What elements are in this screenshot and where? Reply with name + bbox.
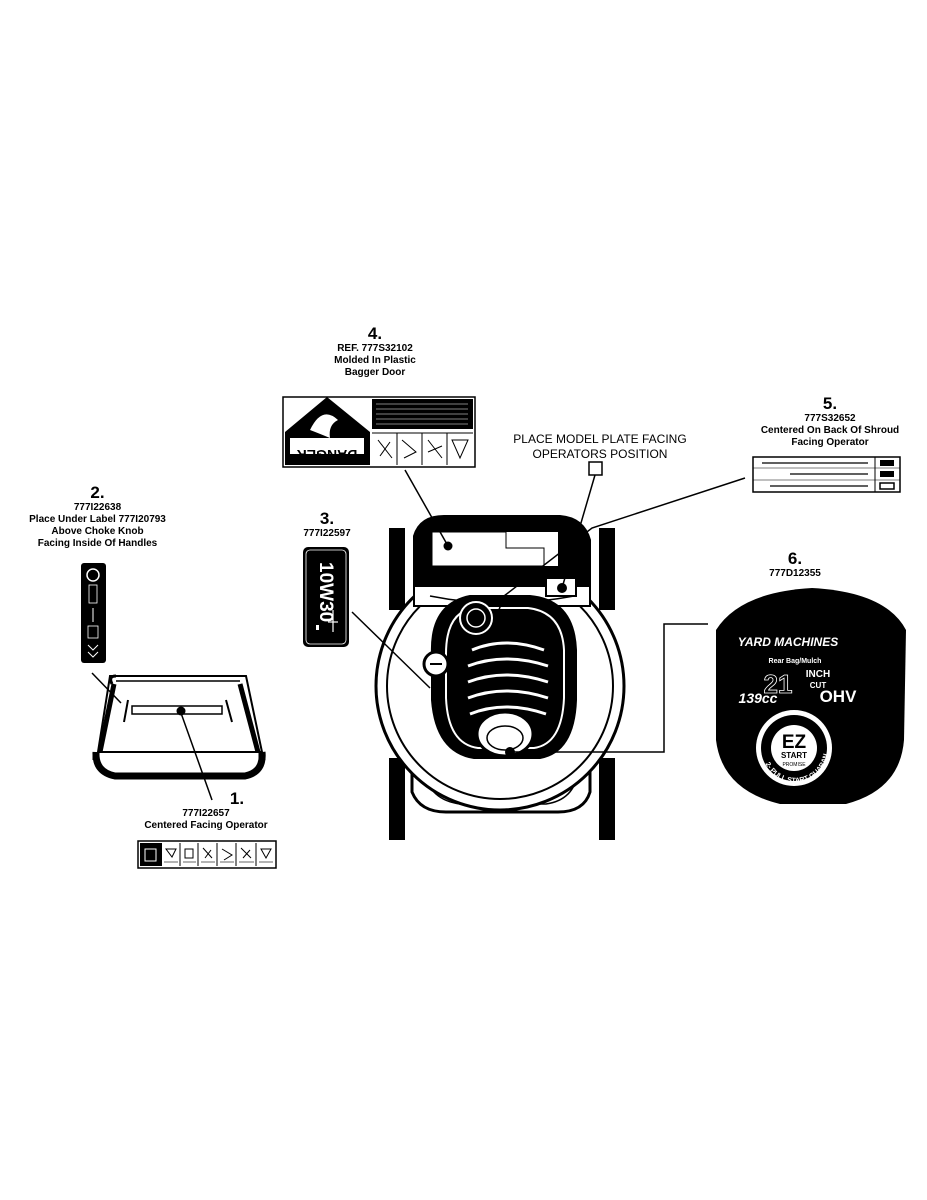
callout-4-part-number: REF. 777S32102 xyxy=(337,343,413,354)
callout-5-number: 5. xyxy=(822,394,838,413)
mower-handle xyxy=(91,672,266,801)
engine-badge-brand: YARD MACHINES xyxy=(738,635,838,649)
callout-5-description-line2: Facing Operator xyxy=(791,437,869,448)
callout-1-part-number: 777I22657 xyxy=(182,808,230,819)
callout-6: 6. 777D12355 xyxy=(745,550,845,580)
engine-badge-ohv: OHV xyxy=(820,687,858,706)
callout-3: 3. 777I22597 xyxy=(282,510,372,540)
callout-3-number: 3. xyxy=(319,509,335,528)
callout-2-description-line1: Place Under Label 777I20793 xyxy=(29,514,166,525)
callout-5: 5. 777S32652 Centered On Back Of Shroud … xyxy=(745,395,915,449)
callout-4-description-line2: Bagger Door xyxy=(344,367,406,378)
callout-2-part-number: 777I22638 xyxy=(73,502,122,513)
callout-1-number: 1. xyxy=(229,789,245,808)
callout-6-part-number: 777D12355 xyxy=(769,568,821,579)
model-plate-note: PLACE MODEL PLATE FACING OPERATORS POSIT… xyxy=(470,432,730,462)
callout-5-part-number: 777S32652 xyxy=(804,413,856,424)
callout-6-number: 6. xyxy=(787,549,803,568)
oil-grade-text: 10W30 xyxy=(315,562,336,622)
danger-word: DANGER xyxy=(297,447,358,463)
danger-label: DANGER xyxy=(282,396,476,468)
model-plate-note-line1: PLACE MODEL PLATE FACING xyxy=(513,432,687,446)
model-plate-note-line2: OPERATORS POSITION xyxy=(532,447,668,461)
engine-badge-subtitle: Rear Bag/Mulch xyxy=(769,658,822,665)
choke-label xyxy=(81,563,106,663)
callout-4-description-line1: Molded In Plastic xyxy=(334,355,416,366)
callout-2-description-line3: Facing Inside Of Handles xyxy=(37,538,158,549)
ez-promise-word: PROMISE xyxy=(782,762,806,768)
oil-label: 10W30 xyxy=(303,547,349,647)
operator-instruction-label xyxy=(137,840,277,869)
callout-2-description-line2: Above Choke Knob xyxy=(51,526,144,537)
ez-start-logo: EZ xyxy=(782,732,807,753)
callout-3-part-number: 777I22597 xyxy=(303,528,351,539)
callout-5-description-line1: Centered On Back Of Shroud xyxy=(760,425,900,436)
engine-badge-size: 21 xyxy=(764,669,793,699)
ez-start-word: START xyxy=(781,751,807,760)
callout-4-number: 4. xyxy=(367,324,383,343)
mower-body xyxy=(374,515,626,840)
callout-1-description: Centered Facing Operator xyxy=(144,820,268,831)
callout-4: 4. REF. 777S32102 Molded In Plastic Bagg… xyxy=(320,325,430,379)
callout-2-number: 2. xyxy=(90,483,105,502)
engine-badge-cut: CUT xyxy=(810,681,827,690)
callout-1: 1. 777I22657 Centered Facing Operator xyxy=(126,790,286,832)
engine-badge-inch: INCH xyxy=(806,669,830,680)
leader-lines xyxy=(351,461,746,753)
engine-badge-cc: 139cc xyxy=(739,690,778,706)
callout-2: 2. 777I22638 Place Under Label 777I20793… xyxy=(10,484,185,550)
shroud-label xyxy=(752,456,901,493)
